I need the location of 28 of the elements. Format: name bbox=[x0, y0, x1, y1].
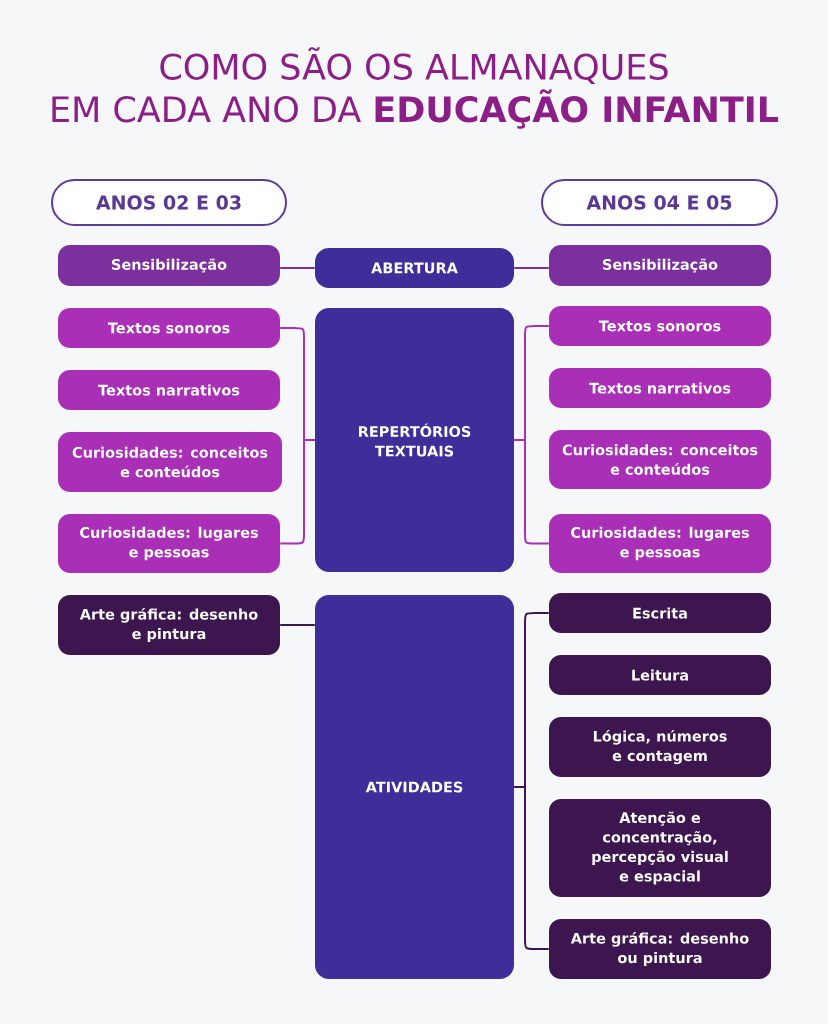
topic-box: Sensibilização bbox=[58, 245, 280, 286]
topic-box: Curiosidades: lugares e pessoas bbox=[58, 514, 280, 573]
connector-line bbox=[513, 439, 550, 545]
connector-line bbox=[279, 267, 316, 269]
topic-box: Textos narrativos bbox=[58, 370, 280, 410]
topic-box: Sensibilização bbox=[549, 245, 771, 286]
topic-box: Curiosidades: lugares e pessoas bbox=[549, 514, 771, 573]
header-pill: ANOS 02 E 03 bbox=[51, 179, 287, 226]
connector-line bbox=[279, 439, 316, 545]
topic-box: Leitura bbox=[549, 655, 771, 695]
topic-box: Textos sonoros bbox=[549, 306, 771, 346]
topic-box: Arte gráfica: desenho ou pintura bbox=[549, 919, 771, 979]
topic-box: Curiosidades: conceitos e conteúdos bbox=[58, 432, 282, 492]
section-box: ATIVIDADES bbox=[315, 595, 514, 979]
topic-box: Atenção e concentração, percepção visual e espacial bbox=[549, 799, 771, 897]
topic-box: Curiosidades: conceitos e conteúdos bbox=[549, 430, 771, 489]
section-box: ABERTURA bbox=[315, 248, 514, 288]
connector-line bbox=[279, 624, 316, 626]
header-pill: ANOS 04 E 05 bbox=[541, 179, 778, 226]
topic-box: Arte gráfica: desenho e pintura bbox=[58, 595, 280, 655]
title: COMO SÃO OS ALMANAQUES EM CADA ANO DA EDUCAÇÃO INFANTIL bbox=[52, 47, 779, 129]
topic-box: Lógica, números e contagem bbox=[549, 717, 771, 777]
section-box: REPERTÓRIOS TEXTUAIS bbox=[315, 308, 514, 572]
topic-box: Textos narrativos bbox=[549, 368, 771, 408]
topic-box: Textos sonoros bbox=[58, 308, 280, 348]
connector-line bbox=[513, 786, 550, 950]
connector-line bbox=[513, 267, 550, 269]
topic-box: Escrita bbox=[549, 593, 771, 633]
